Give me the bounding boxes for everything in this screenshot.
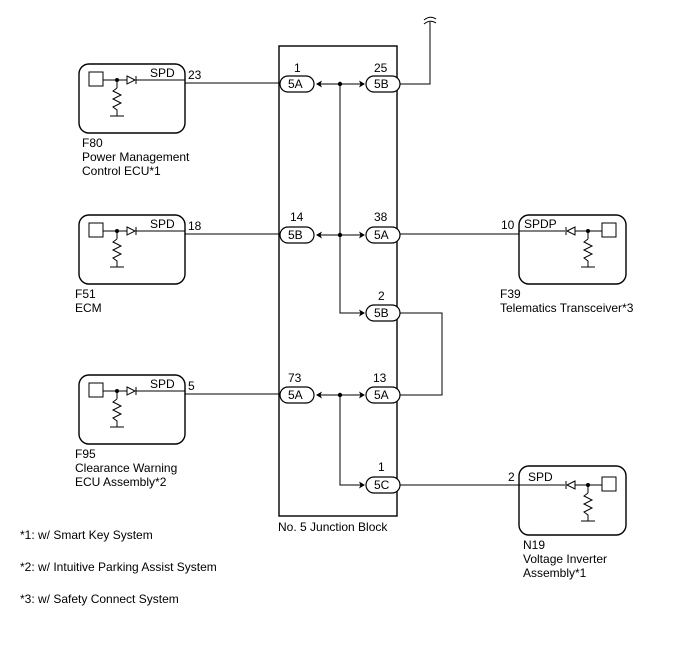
svg-text:Voltage Inverter: Voltage Inverter: [523, 552, 607, 566]
svg-text:F51: F51: [75, 287, 96, 301]
svg-text:5B: 5B: [374, 306, 389, 320]
svg-text:Assembly*1: Assembly*1: [523, 566, 587, 580]
terminal-icon: [88, 71, 104, 87]
svg-text:F80: F80: [82, 136, 103, 150]
diode-icon: [126, 226, 137, 236]
svg-text:5: 5: [188, 379, 195, 393]
junction-block-outline: [278, 45, 398, 517]
resistor-icon: [582, 238, 594, 267]
svg-text:SPD: SPD: [150, 377, 175, 391]
footnotes: *1: w/ Smart Key System *2: w/ Intuitive…: [20, 528, 217, 606]
jb-pin-14-5b: 14 5B: [279, 210, 315, 244]
junction-internal-wiring: [318, 83, 363, 486]
component-n19: SPD 2 N19 Voltage Inverter Assembly*1: [508, 465, 627, 580]
svg-text:18: 18: [188, 219, 202, 233]
wire-break-icon: [423, 16, 437, 25]
svg-text:5B: 5B: [288, 228, 303, 242]
arrowheads: [316, 80, 365, 489]
terminal-icon: [601, 222, 617, 238]
external-wires: [165, 22, 564, 486]
terminal-icon: [601, 476, 617, 492]
svg-text:5A: 5A: [374, 388, 389, 402]
svg-text:5C: 5C: [374, 478, 390, 492]
resistor-icon: [111, 238, 123, 267]
component-f51: SPD 18 F51 ECM: [75, 214, 202, 315]
resistor-icon: [111, 87, 123, 116]
svg-text:SPDP: SPDP: [524, 217, 557, 231]
diode-icon: [126, 386, 137, 396]
svg-text:SPD: SPD: [528, 470, 553, 484]
resistor-icon: [582, 492, 594, 521]
svg-text:14: 14: [290, 210, 304, 224]
jb-pin-38-5a: 38 5A: [365, 210, 401, 244]
terminal-icon: [88, 222, 104, 238]
svg-text:N19: N19: [523, 538, 545, 552]
svg-text:F95: F95: [75, 447, 96, 461]
jb-pin-13-5a: 13 5A: [365, 371, 401, 404]
resistor-icon: [111, 398, 123, 427]
jb-pin-1-5c: 1 5C: [365, 460, 401, 494]
svg-text:ECU Assembly*2: ECU Assembly*2: [75, 475, 167, 489]
svg-text:1: 1: [294, 61, 301, 75]
svg-text:5B: 5B: [374, 77, 389, 91]
jb-pin-25-5b: 25 5B: [365, 61, 401, 93]
svg-text:1: 1: [378, 460, 385, 474]
svg-text:Control ECU*1: Control ECU*1: [82, 164, 161, 178]
component-f95: SPD 5 F95 Clearance Warning ECU Assembly…: [75, 374, 195, 489]
jb-pin-1-5a: 1 5A: [279, 61, 315, 93]
svg-text:2: 2: [378, 289, 385, 303]
svg-text:10: 10: [501, 218, 515, 232]
footnote-3: *3: w/ Safety Connect System: [20, 592, 179, 606]
svg-text:5A: 5A: [374, 228, 389, 242]
junction-block-label: No. 5 Junction Block: [278, 520, 388, 534]
svg-text:F39: F39: [500, 287, 521, 301]
svg-text:SPD: SPD: [150, 66, 175, 80]
svg-text:73: 73: [288, 371, 302, 385]
svg-text:SPD: SPD: [150, 217, 175, 231]
footnote-1: *1: w/ Smart Key System: [20, 528, 153, 542]
footnote-2: *2: w/ Intuitive Parking Assist System: [20, 560, 217, 574]
svg-text:23: 23: [188, 68, 202, 82]
component-f80: SPD 23 F80 Power Management Control ECU*…: [78, 63, 202, 178]
svg-text:2: 2: [508, 470, 515, 484]
splice-dots: [337, 81, 343, 398]
jb-pin-2-5b: 2 5B: [365, 289, 401, 322]
svg-text:Clearance Warning: Clearance Warning: [75, 461, 177, 475]
svg-text:Power Management: Power Management: [82, 150, 190, 164]
svg-text:5A: 5A: [288, 388, 303, 402]
svg-text:13: 13: [373, 371, 387, 385]
diode-icon: [126, 75, 137, 85]
svg-text:5A: 5A: [288, 77, 303, 91]
jb-pin-73-5a: 73 5A: [279, 371, 315, 404]
component-f39: SPDP 10 F39 Telematics Transceiver*3: [500, 214, 634, 315]
terminal-icon: [88, 382, 104, 398]
svg-text:25: 25: [374, 61, 388, 75]
svg-text:Telematics Transceiver*3: Telematics Transceiver*3: [500, 301, 634, 315]
svg-text:ECM: ECM: [75, 301, 102, 315]
svg-text:38: 38: [374, 210, 388, 224]
